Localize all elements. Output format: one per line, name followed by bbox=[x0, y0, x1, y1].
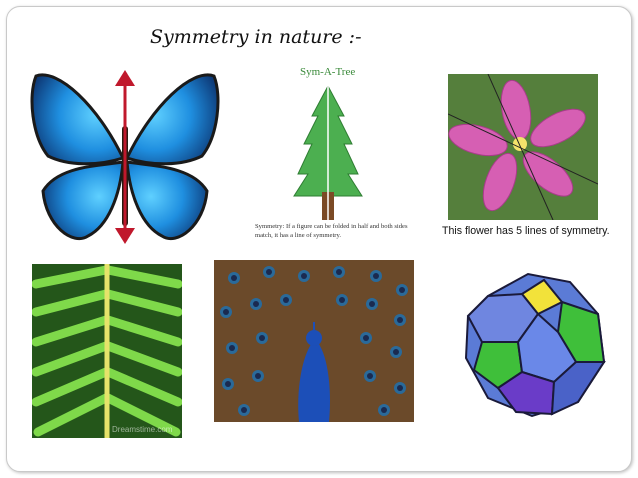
symmetry-arrow-icon bbox=[115, 70, 135, 244]
palm-leaf-image bbox=[32, 264, 182, 438]
butterfly-image bbox=[28, 66, 222, 252]
peacock-image bbox=[214, 260, 414, 422]
flower-caption: This flower has 5 lines of symmetry. bbox=[442, 225, 610, 237]
slide-title: Symmetry in nature :- bbox=[150, 26, 362, 48]
tree-image bbox=[290, 82, 366, 222]
flower-image bbox=[448, 74, 598, 220]
tree-heading: Sym-A-Tree bbox=[300, 66, 356, 78]
tree-caption: Symmetry: If a figure can be folded in h… bbox=[255, 223, 408, 239]
polyhedron-image bbox=[458, 266, 610, 420]
leaf-watermark: Dreamstime.com bbox=[112, 425, 173, 434]
